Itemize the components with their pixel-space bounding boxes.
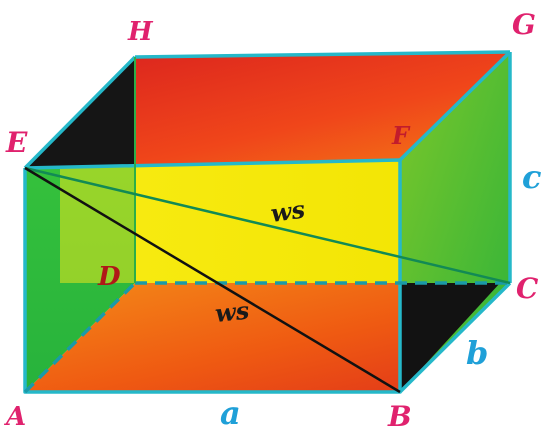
edge-label-a: a [220, 394, 241, 432]
space-diagonal-label: ws [269, 194, 307, 228]
diagonal-EB [24, 166, 401, 394]
vertex-label-G: G [512, 8, 536, 41]
vertex-label-B: B [387, 400, 412, 433]
vertex-label-D: D [97, 262, 121, 292]
edge-FG [398, 50, 512, 162]
edge-BC [398, 281, 512, 394]
bottom-face [25, 283, 510, 392]
top-face [25, 52, 510, 168]
edge-label-c: c [522, 158, 541, 196]
vertex-label-F: F [391, 121, 411, 150]
vertex-label-E: E [5, 126, 28, 159]
shadow-bottom-right [400, 283, 500, 392]
base-diagonal-label: ws [214, 296, 252, 328]
edge-EH [23, 55, 137, 170]
edge-label-b: b [466, 334, 488, 372]
edge-HG [134, 50, 511, 59]
edge-hidden-AD [23, 281, 137, 394]
space-diagonal-EC [24, 166, 511, 285]
vertex-label-A: A [3, 402, 26, 432]
vertex-label-H: H [127, 17, 154, 47]
left-yellow-strip [60, 165, 135, 283]
vertex-label-C: C [516, 272, 539, 305]
